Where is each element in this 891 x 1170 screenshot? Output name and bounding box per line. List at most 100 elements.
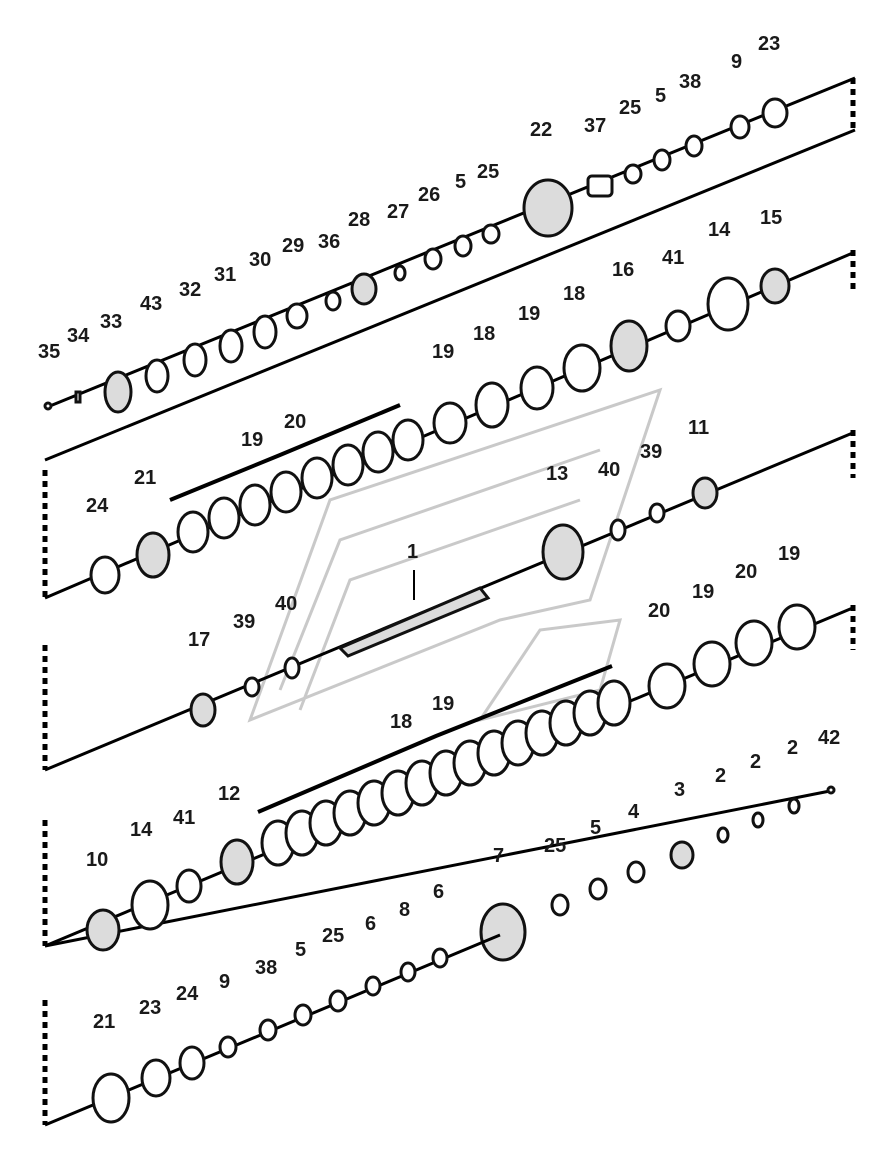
callout-36: 36 — [318, 231, 340, 253]
part-10 — [85, 908, 121, 952]
part-43 — [144, 358, 170, 394]
part-2-b — [751, 811, 765, 829]
part-20-b — [269, 470, 303, 514]
callout-30: 30 — [249, 249, 271, 271]
callout-8: 8 — [399, 899, 410, 921]
pack-disc — [596, 679, 632, 727]
part-20-c — [331, 443, 365, 487]
callout-18: 18 — [390, 711, 412, 733]
callout-41: 41 — [662, 247, 684, 269]
part-40-a — [609, 518, 627, 542]
callout-labels: 35 34 33 43 32 31 30 29 36 28 27 26 5 25… — [38, 33, 840, 1033]
part-41 — [664, 309, 692, 343]
part-3 — [669, 840, 695, 870]
callout-29: 29 — [282, 235, 304, 257]
part-2-c — [787, 797, 801, 815]
part-28 — [350, 272, 378, 306]
part-19-f — [519, 365, 555, 411]
part-18-b — [562, 343, 602, 393]
part-14-b — [130, 879, 170, 931]
callout-25: 25 — [619, 97, 641, 119]
callout-32: 32 — [179, 279, 201, 301]
callout-1: 1 — [407, 541, 418, 563]
part-23-b — [140, 1058, 172, 1098]
part-27 — [393, 264, 407, 282]
part-7 — [479, 902, 527, 962]
part-2-a — [716, 826, 730, 844]
axis-line — [44, 128, 856, 462]
callout-19: 19 — [778, 543, 800, 565]
callout-18: 18 — [563, 283, 585, 305]
callout-37: 37 — [584, 115, 606, 137]
callout-33: 33 — [100, 311, 122, 333]
part-24-b — [178, 1045, 206, 1081]
callout-20: 20 — [735, 561, 757, 583]
part-19-a — [176, 510, 210, 554]
callout-9: 9 — [219, 971, 230, 993]
callout-31: 31 — [214, 264, 236, 286]
callout-22: 22 — [530, 119, 552, 141]
part-9-b — [218, 1035, 238, 1059]
callout-20: 20 — [648, 600, 670, 622]
callout-5: 5 — [295, 939, 306, 961]
part-24 — [89, 555, 121, 595]
part-19-d — [361, 430, 395, 474]
part-35 — [43, 401, 53, 411]
axis-line — [44, 76, 856, 410]
callout-28: 28 — [348, 209, 370, 231]
callout-19: 19 — [432, 693, 454, 715]
part-25d — [328, 989, 348, 1013]
part-19-g — [692, 640, 732, 688]
callout-20: 20 — [284, 411, 306, 433]
callout-14: 14 — [130, 819, 153, 841]
callout-34: 34 — [67, 325, 90, 347]
row-6 — [42, 933, 501, 1127]
part-5d — [293, 1003, 313, 1027]
callout-42: 42 — [818, 727, 840, 749]
part-29 — [285, 302, 309, 330]
part-33 — [103, 370, 133, 414]
callout-24: 24 — [176, 983, 199, 1005]
callout-21: 21 — [93, 1011, 115, 1033]
callout-39: 39 — [233, 611, 255, 633]
callout-39: 39 — [640, 441, 662, 463]
callout-38: 38 — [255, 957, 277, 979]
part-5c — [588, 877, 608, 901]
part-21 — [135, 531, 171, 579]
part-30 — [252, 314, 278, 350]
part-5b — [652, 148, 672, 172]
callout-15: 15 — [760, 207, 782, 229]
callout-13: 13 — [546, 463, 568, 485]
part-19-h — [777, 603, 817, 651]
part-37 — [586, 174, 614, 198]
part-6-b — [431, 947, 449, 969]
part-41-b — [175, 868, 203, 904]
callout-5: 5 — [455, 171, 466, 193]
callout-41: 41 — [173, 807, 195, 829]
group-bracket-19-20 — [169, 403, 401, 502]
callout-21: 21 — [134, 467, 156, 489]
part-32 — [182, 342, 208, 378]
callout-25: 25 — [477, 161, 499, 183]
callout-40: 40 — [598, 459, 620, 481]
part-21-b — [91, 1072, 131, 1124]
part-9 — [729, 114, 751, 140]
part-12 — [219, 838, 255, 886]
part-25c — [550, 893, 570, 917]
part-25b — [623, 163, 643, 185]
callout-23: 23 — [139, 997, 161, 1019]
callout-40: 40 — [275, 593, 297, 615]
part-13 — [541, 523, 585, 581]
part-39-a — [648, 502, 666, 524]
callout-19: 19 — [432, 341, 454, 363]
part-26 — [423, 247, 443, 271]
part-17 — [189, 692, 217, 728]
callout-2: 2 — [715, 765, 726, 787]
part-34 — [74, 390, 82, 404]
callout-11: 11 — [688, 417, 709, 439]
part-38 — [684, 134, 704, 158]
part-11 — [691, 476, 719, 510]
callout-12: 12 — [218, 783, 240, 805]
callout-23: 23 — [758, 33, 780, 55]
